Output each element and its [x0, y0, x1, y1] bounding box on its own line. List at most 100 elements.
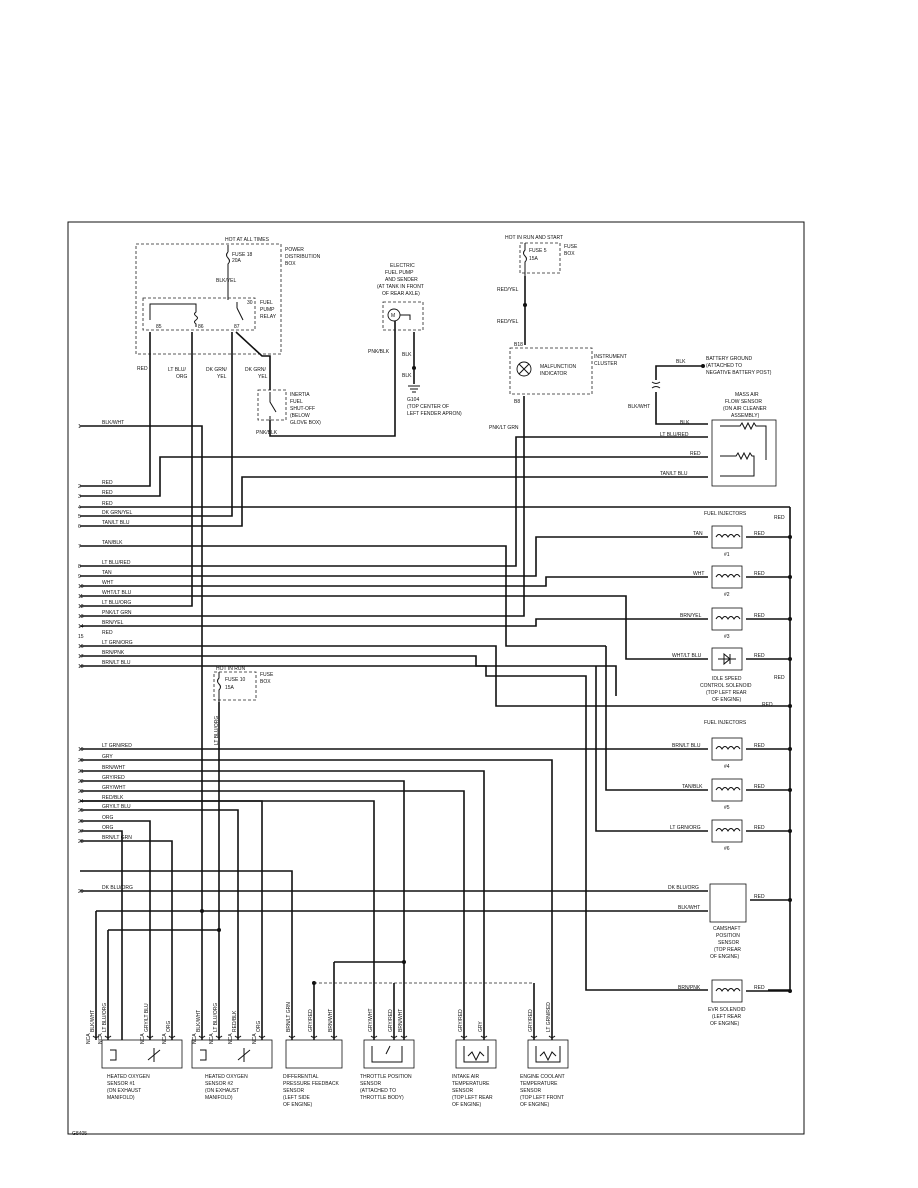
blk2-label: BLK	[402, 373, 412, 379]
wire-org-2	[80, 840, 173, 1040]
iat-body	[455, 1039, 497, 1069]
sensor-wire-label: GRY/LT BLU	[144, 1003, 150, 1032]
sensor-wire-label: BLK/WHT	[90, 1010, 96, 1032]
pin-number: 4	[78, 505, 81, 511]
pin-number: 17	[78, 654, 84, 660]
inertia-wire-label-1: DK GRN/	[245, 367, 266, 373]
injector-4-label: #4	[724, 764, 730, 770]
g104-label: G104	[407, 397, 419, 403]
wire-blkwht-cmp	[201, 910, 708, 1040]
pin-wire-label: WHT/LT BLU	[102, 590, 132, 596]
g104-loc-2: LEFT FENDER APRON)	[407, 411, 462, 417]
redyel-label-1: RED/YEL	[497, 287, 519, 293]
inj3-out: RED	[754, 613, 765, 619]
pin-number: 11	[78, 594, 83, 600]
connector-icon	[548, 1035, 556, 1038]
fuse18-label: FUSE 18	[232, 252, 253, 258]
thermistor-icon	[535, 1046, 561, 1063]
pin-number: 1	[78, 424, 81, 430]
sensor-caption: OF ENGINE)	[283, 1102, 313, 1108]
wire-ltgrnorg	[595, 666, 708, 832]
inj3-wire: BRN/YEL	[680, 613, 702, 619]
pin-wire-label: BRN/LT GRN	[102, 835, 132, 841]
pump-label-5: OF REAR AXLE)	[382, 291, 420, 297]
inj1-out: RED	[754, 531, 765, 537]
wire-tan	[80, 536, 708, 577]
fuse10-icon	[217, 672, 221, 702]
pin-wire-label: TAN	[102, 570, 112, 576]
power-distribution-box	[135, 243, 282, 355]
relay-switch-icon	[236, 302, 244, 321]
splice-red-15	[788, 704, 792, 708]
pin-wire-label: RED	[102, 490, 113, 496]
maf-wire-tanltblu: TAN/LT BLU	[660, 471, 688, 477]
wire-tanblk-route	[80, 545, 606, 647]
connector-icon	[400, 1035, 408, 1038]
iac-diode-icon	[718, 652, 736, 666]
splice-blk	[412, 366, 416, 370]
sensor-wire-label: RED/BLK	[232, 1010, 238, 1032]
fuel-pump-relay-label-2: PUMP	[260, 307, 275, 313]
evr-label-1: EVR SOLENOID	[708, 1007, 746, 1013]
fuse18-amp: 20A	[232, 258, 242, 264]
splice-inj6	[788, 829, 792, 833]
evr-out: RED	[754, 985, 765, 991]
pin-number: 7	[78, 544, 81, 550]
wire-whtltblu	[80, 595, 708, 660]
sensor-wire-label: LT GRN/RED	[546, 1002, 552, 1032]
pin-wire-label: BRN/WHT	[102, 765, 125, 771]
pin-number: 19	[78, 747, 84, 753]
inertia-switch-box	[257, 389, 287, 421]
inj6-wire: LT GRN/ORG	[670, 825, 701, 831]
pin-number: 14	[78, 624, 84, 630]
sensor-wire-label: GRY/RED	[308, 1009, 314, 1032]
iac-label-4: OF ENGINE)	[712, 697, 742, 703]
relay-pin87: 87	[234, 324, 240, 330]
fuse5-label: FUSE 5	[529, 248, 547, 254]
fuse10-box-label-2: BOX	[260, 679, 271, 685]
connector-icon	[215, 1035, 223, 1038]
pin-wire-label: LT GRN/ORG	[102, 640, 133, 646]
hot-at-all-times-label: HOT AT ALL TIMES	[225, 237, 270, 243]
heater-icon	[110, 1049, 117, 1061]
pin-number: 20	[78, 758, 84, 764]
pin-number: 16	[78, 644, 84, 650]
splice-evr	[788, 989, 792, 993]
wire-gry	[80, 770, 485, 1040]
pnkblk-label: PNK/BLK	[256, 430, 278, 436]
connector-icon	[460, 1035, 468, 1038]
pnkltgrn-label: PNK/LT GRN	[489, 425, 519, 431]
maf-label-3: (ON AIR CLEANER	[723, 406, 767, 412]
ho2s1-body	[101, 1039, 183, 1069]
sensor-wire-label: LT BLU/ORG	[102, 1003, 108, 1032]
nca-label: NCA	[228, 1033, 234, 1044]
fuel-pump-box	[382, 301, 424, 331]
fuse10-box-label: FUSE	[260, 672, 274, 678]
sensor-caption: (ON EXHAUST	[205, 1088, 239, 1094]
splice-inj4	[788, 747, 792, 751]
sensor-caption: TEMPERATURE	[520, 1081, 558, 1087]
wire-brnwht	[80, 780, 405, 1040]
splice-inj5	[788, 788, 792, 792]
ltbluorg-label-2: ORG	[176, 374, 188, 380]
maf-label-1: MASS AIR	[735, 392, 759, 398]
wire-red-maf	[80, 456, 708, 497]
evr-label-3: OF ENGINE)	[710, 1021, 740, 1027]
pin-wire-label: LT GRN/RED	[102, 743, 132, 749]
splice-cmp	[788, 898, 792, 902]
power-dist-label-1: POWER	[285, 247, 304, 253]
splice-redyel	[523, 303, 527, 307]
sensor-caption: INTAKE AIR	[452, 1074, 480, 1080]
connector-icon	[168, 1035, 176, 1038]
pin-wire-label: BRN/YEL	[102, 620, 124, 626]
inj2-wire: WHT	[693, 571, 704, 577]
sensor-wire-label: GRY	[478, 1021, 484, 1032]
instrument-cluster-box	[509, 347, 593, 395]
pin-wire-label: BRN/PNK	[102, 650, 125, 656]
fuse10-box	[213, 671, 257, 701]
sensor-caption: HEATED OXYGEN	[107, 1074, 150, 1080]
lamp-filament-icon	[518, 363, 530, 375]
inertia-label-5: GLOVE BOX)	[290, 420, 321, 426]
wire-grywht-tps	[80, 800, 375, 1040]
